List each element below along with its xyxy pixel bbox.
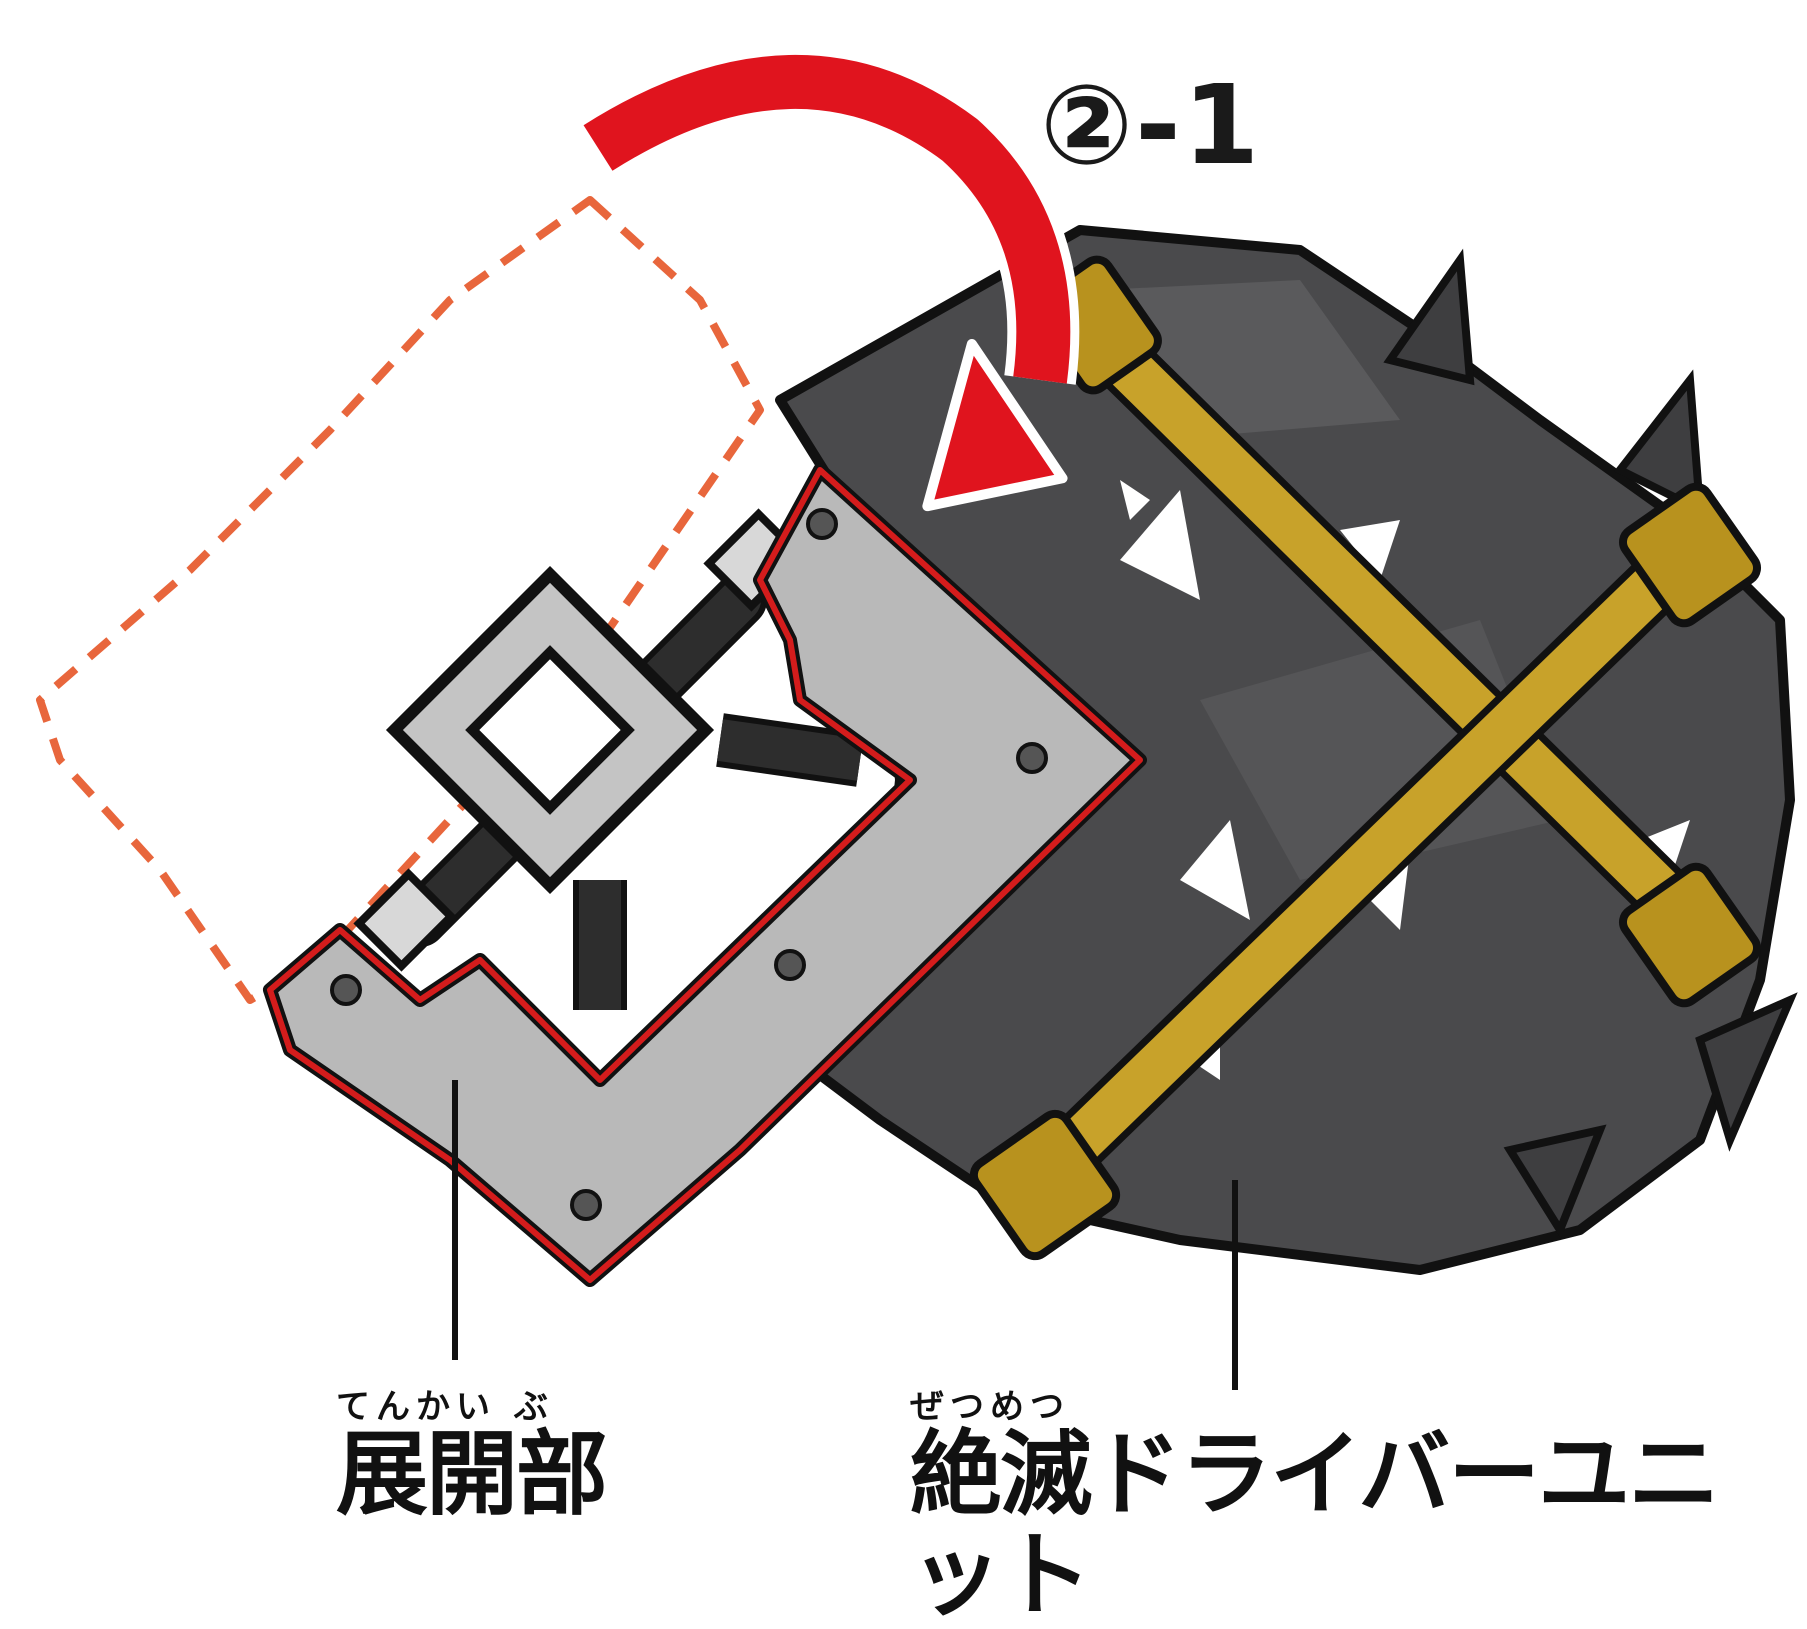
expansion-part — [263, 463, 1147, 1287]
label-driver-unit-ruby: ぜつめつ — [910, 1387, 1070, 1427]
curved-arrow-icon — [578, 45, 1080, 512]
diagram: ②-1 てんかい ぶ 展開部 ぜつめつ 絶滅ドライバーユニット — [36, 45, 1798, 1627]
label-driver-unit-text: 絶滅ドライバーユニット — [910, 1421, 1720, 1629]
ghost-outline — [36, 196, 764, 1004]
label-expansion-part: てんかい ぶ 展開部 — [336, 1387, 608, 1528]
driver-unit — [775, 225, 1798, 1275]
step-label: ②-1 — [1040, 61, 1262, 189]
label-expansion-part-text: 展開部 — [336, 1421, 608, 1528]
label-expansion-part-ruby: てんかい ぶ — [336, 1387, 554, 1427]
assembly-illustration — [36, 45, 1798, 1390]
x-frame — [969, 255, 1762, 1261]
label-driver-unit: ぜつめつ 絶滅ドライバーユニット — [910, 1390, 1807, 1626]
